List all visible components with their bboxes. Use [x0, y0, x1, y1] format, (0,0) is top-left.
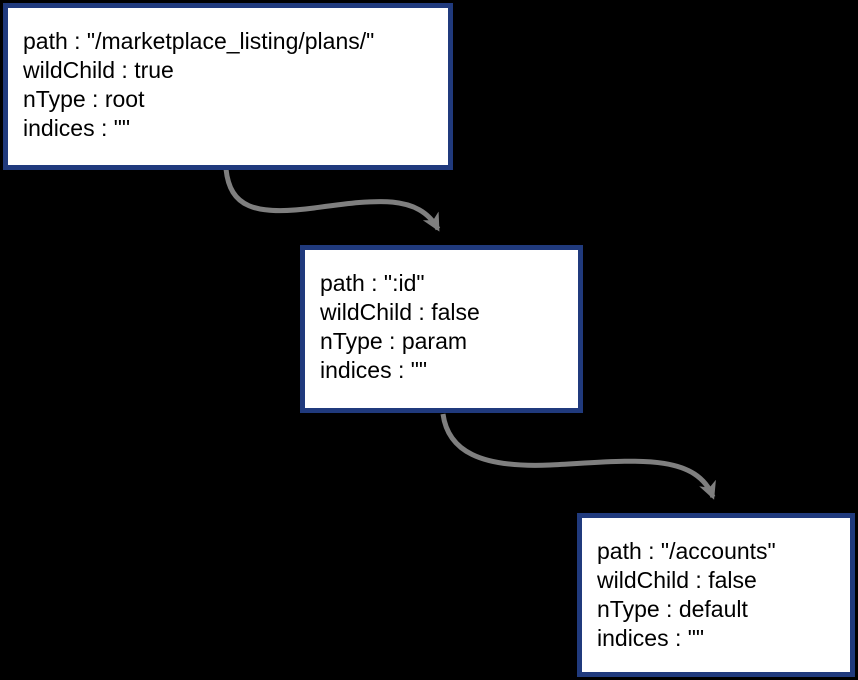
node3-indices-field: indices : "" [597, 625, 705, 651]
node1-indices-field: indices : "" [23, 115, 131, 141]
node3-path-field: path : "/accounts" [597, 538, 776, 564]
node1-path-field: path : "/marketplace_listing/plans/" [23, 28, 375, 54]
tree-node-root: path : "/marketplace_listing/plans/" wil… [3, 3, 453, 170]
edge-node1-to-node2 [223, 168, 441, 232]
tree-node-default: path : "/accounts" wildChild : false nTy… [577, 513, 855, 677]
node3-wildchild-field: wildChild : false [597, 567, 757, 593]
node2-wildchild-field: wildChild : false [320, 299, 480, 325]
node1-wildchild-field: wildChild : true [23, 57, 174, 83]
node3-ntype-field: nType : default [597, 596, 748, 622]
tree-node-param: path : ":id" wildChild : false nType : p… [300, 245, 583, 413]
edge-node2-to-node3 [440, 413, 716, 500]
node2-indices-field: indices : "" [320, 357, 428, 383]
node2-ntype-field: nType : param [320, 328, 468, 354]
node1-ntype-field: nType : root [23, 86, 145, 112]
node2-path-field: path : ":id" [320, 270, 425, 296]
